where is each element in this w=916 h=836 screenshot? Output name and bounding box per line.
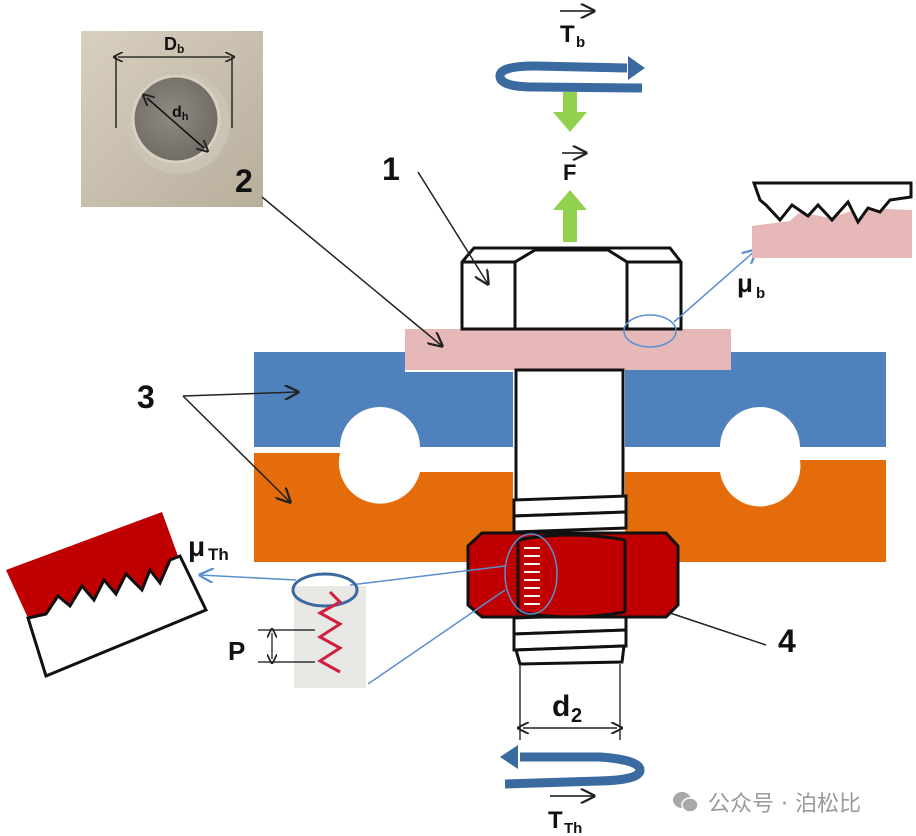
force-arrow-down <box>553 92 587 132</box>
svg-text:T: T <box>548 807 563 834</box>
hole-diameter-label: dh <box>172 104 189 123</box>
washer <box>405 329 731 370</box>
lower-plate <box>254 453 513 562</box>
wechat-icon <box>672 790 700 814</box>
thread-torque-arrow <box>500 745 645 789</box>
svg-text:b: b <box>576 34 585 51</box>
svg-text:F: F <box>563 160 576 185</box>
bolt-torque-label: T b <box>560 11 594 51</box>
head-friction-label: μ <box>737 268 753 298</box>
svg-text:2: 2 <box>571 705 582 727</box>
part-label-3: 3 <box>137 379 155 415</box>
head-friction-subscript: b <box>756 285 765 302</box>
svg-text:T: T <box>560 21 575 48</box>
bolt-head <box>460 246 683 331</box>
part-label-4: 4 <box>778 623 796 659</box>
svg-text:Th: Th <box>564 820 582 836</box>
pitch-dimension: P <box>228 630 315 666</box>
force-arrow-up <box>553 190 587 242</box>
svg-text:d: d <box>552 690 570 723</box>
upper-plate-right <box>625 352 886 447</box>
watermark-text: 公众号 · 泊松比 <box>708 792 861 817</box>
head-friction-callout <box>623 181 913 348</box>
upper-plate <box>254 352 513 447</box>
washer-photo-inset <box>81 31 263 207</box>
watermark: 公众号 · 泊松比 <box>672 786 861 818</box>
lower-plate-right <box>625 460 886 562</box>
thread-friction-label: μ <box>188 531 205 562</box>
svg-text:P: P <box>228 636 245 666</box>
thread-friction-callout <box>6 512 558 688</box>
bolt-shank <box>512 368 628 666</box>
thread-friction-subscript: Th <box>208 545 229 564</box>
force-label: F <box>562 153 586 185</box>
thread-torque-label: T Th <box>548 796 594 836</box>
nut-thread-detail <box>524 547 540 605</box>
bolt-torque-arrow <box>495 56 645 93</box>
part-label-1: 1 <box>382 151 400 187</box>
nut <box>466 531 680 619</box>
pitch-diameter-dimension: d 2 <box>520 664 620 740</box>
bearing-diameter-label: Db <box>164 34 184 56</box>
part-label-2: 2 <box>235 163 253 199</box>
